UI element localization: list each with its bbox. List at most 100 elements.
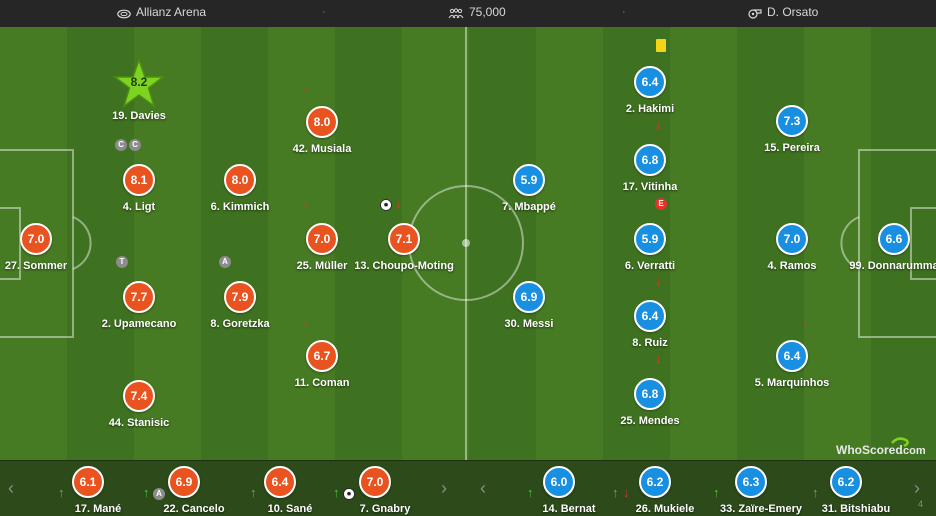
player-sommer[interactable]: 7.0 27. Sommer [0, 223, 106, 281]
player-rating: 6.3 [735, 466, 767, 498]
pitch: 8.2 19. Davies 8.1 4. Ligt C C 7.7 2. Up… [0, 27, 936, 460]
player-rating: 8.2 [130, 75, 148, 89]
player-upamecano[interactable]: 7.7 2. Upamecano T [69, 256, 209, 339]
player-name: 8. Goretzka [210, 318, 270, 330]
man-of-the-match-star-icon [113, 58, 165, 108]
scroll-right-icon[interactable]: › [441, 478, 447, 498]
sub-cancelo[interactable]: 6.9 22. Cancelo ↑ A [124, 461, 244, 516]
player-name: 30. Messi [504, 318, 554, 330]
player-kimmich[interactable]: 8.0 6. Kimmich [170, 164, 310, 222]
player-rating: 6.7 [306, 340, 338, 372]
player-rating: 7.0 [359, 466, 391, 498]
player-name: 31. Bitshiabu [821, 503, 891, 515]
player-ligt[interactable]: 8.1 4. Ligt C C [69, 139, 209, 222]
player-rating: 8.1 [123, 164, 155, 196]
yellow-card-icon [656, 39, 666, 52]
player-ramos[interactable]: 7.0 4. Ramos [722, 223, 862, 281]
substituted-on-arrow-icon: ↑ [333, 485, 340, 500]
event-badge: E [655, 198, 667, 210]
player-rating: 6.8 [634, 144, 666, 176]
player-rating: 6.2 [639, 466, 671, 498]
whoscored-logo: WhoScored .com [836, 437, 926, 457]
player-marquinhos[interactable]: 6.4 5. Marquinhos ↓ [722, 314, 862, 398]
player-name: 17. Mané [74, 503, 122, 515]
player-ruiz[interactable]: 6.4 8. Ruiz ↓ [580, 274, 720, 358]
player-messi[interactable]: 6.9 30. Messi [459, 281, 599, 339]
player-verratti[interactable]: 5.9 6. Verratti E [580, 198, 720, 281]
substituted-off-arrow-icon: ↓ [302, 313, 309, 328]
player-choupo-moting[interactable]: 7.1 13. Choupo-Moting ↓ [334, 197, 474, 281]
player-name: 22. Cancelo [163, 503, 225, 515]
player-rating: 7.7 [123, 281, 155, 313]
player-donnarumma[interactable]: 6.6 99. Donnarumma [824, 223, 936, 281]
player-coman[interactable]: 6.7 11. Coman ↓ [252, 314, 392, 398]
whistle-icon [748, 9, 762, 19]
player-name: 6. Kimmich [210, 201, 270, 213]
player-rating: 6.1 [72, 466, 104, 498]
captain-badge: C [129, 139, 141, 151]
player-davies[interactable]: 8.2 19. Davies [69, 58, 209, 128]
player-name: 11. Coman [294, 377, 350, 389]
crowd-icon [448, 8, 464, 19]
player-hakimi[interactable]: 6.4 2. Hakimi [580, 39, 720, 124]
player-rating: 8.0 [306, 106, 338, 138]
sub-mane[interactable]: 6.1 17. Mané ↑ [28, 461, 148, 516]
substituted-off-arrow-icon: ↓ [302, 196, 309, 211]
player-mbappe[interactable]: 5.9 7. Mbappé [459, 164, 599, 222]
sub-zaire-emery[interactable]: 6.3 33. Zaïre-Emery ↑ [691, 461, 811, 516]
substituted-on-arrow-icon: ↑ [143, 485, 150, 500]
logo-text: WhoScored [836, 443, 903, 457]
separator: · [622, 6, 626, 18]
substituted-on-arrow-icon: ↑ [58, 485, 65, 500]
player-name: 25. Müller [296, 260, 348, 272]
scroll-left-icon[interactable]: ‹ [8, 478, 14, 498]
sub-mukiele[interactable]: 6.2 26. Mukiele ↑ ↓ [595, 461, 715, 516]
substituted-off-arrow-icon: ↓ [623, 485, 630, 500]
substitutes-bench: ‹ › ‹ › 4 6.1 17. Mané ↑ 6.9 22. Cancelo… [0, 460, 936, 516]
player-name: 13. Choupo-Moting [354, 260, 454, 272]
event-badge: T [116, 256, 128, 268]
player-stanisic[interactable]: 7.4 44. Stanisic [69, 380, 209, 438]
player-name: 7. Gnabry [359, 503, 411, 515]
player-vitinha[interactable]: 6.8 17. Vitinha ↓ [580, 118, 720, 202]
player-name: 15. Pereira [764, 142, 820, 154]
substituted-on-arrow-icon: ↑ [527, 485, 534, 500]
player-musiala[interactable]: 8.0 42. Musiala ↓ [252, 80, 392, 164]
player-name: 19. Davies [112, 110, 166, 122]
player-name: 4. Ligt [122, 201, 156, 213]
substituted-off-arrow-icon: ↓ [655, 117, 662, 132]
scroll-left-icon[interactable]: ‹ [480, 478, 486, 498]
player-pereira[interactable]: 7.3 15. Pereira [722, 105, 862, 163]
substituted-off-arrow-icon: ↓ [395, 196, 402, 211]
player-rating: 7.0 [776, 223, 808, 255]
player-rating: 6.4 [634, 300, 666, 332]
substituted-on-arrow-icon: ↑ [812, 485, 819, 500]
sub-bernat[interactable]: 6.0 14. Bernat ↑ [499, 461, 619, 516]
player-name: 14. Bernat [542, 503, 596, 515]
scroll-right-icon[interactable]: › [914, 478, 920, 498]
player-name: 8. Ruiz [632, 337, 668, 349]
player-rating: 6.6 [878, 223, 910, 255]
pitch-markings [0, 27, 936, 460]
sub-sane[interactable]: 6.4 10. Sané ↑ [220, 461, 340, 516]
substituted-off-arrow-icon: ↓ [302, 79, 309, 94]
goal-ball-icon [343, 488, 355, 500]
player-rating: 5.9 [634, 223, 666, 255]
sub-bitshiabu[interactable]: 6.2 31. Bitshiabu ↑ [786, 461, 906, 516]
player-rating: 6.2 [830, 466, 862, 498]
separator: · [322, 6, 326, 18]
player-goretzka[interactable]: 7.9 8. Goretzka A [170, 256, 310, 339]
bench-edge-label: 4 [918, 499, 924, 509]
sub-gnabry[interactable]: 7.0 7. Gnabry ↑ [315, 461, 435, 516]
player-name: 26. Mukiele [635, 503, 695, 515]
match-info-bar: Allianz Arena · 75,000 · D. Orsato [0, 0, 936, 27]
player-muller[interactable]: 7.0 25. Müller ↓ [252, 197, 392, 281]
substituted-off-arrow-icon: ↓ [655, 273, 662, 288]
player-rating: 6.8 [634, 378, 666, 410]
attendance-value: 75,000 [469, 5, 506, 19]
player-name: 33. Zaïre-Emery [720, 503, 802, 515]
venue: Allianz Arena [117, 0, 206, 27]
player-rating: 6.4 [776, 340, 808, 372]
stadium-icon [117, 9, 131, 19]
player-mendes[interactable]: 6.8 25. Mendes ↓ [580, 352, 720, 436]
